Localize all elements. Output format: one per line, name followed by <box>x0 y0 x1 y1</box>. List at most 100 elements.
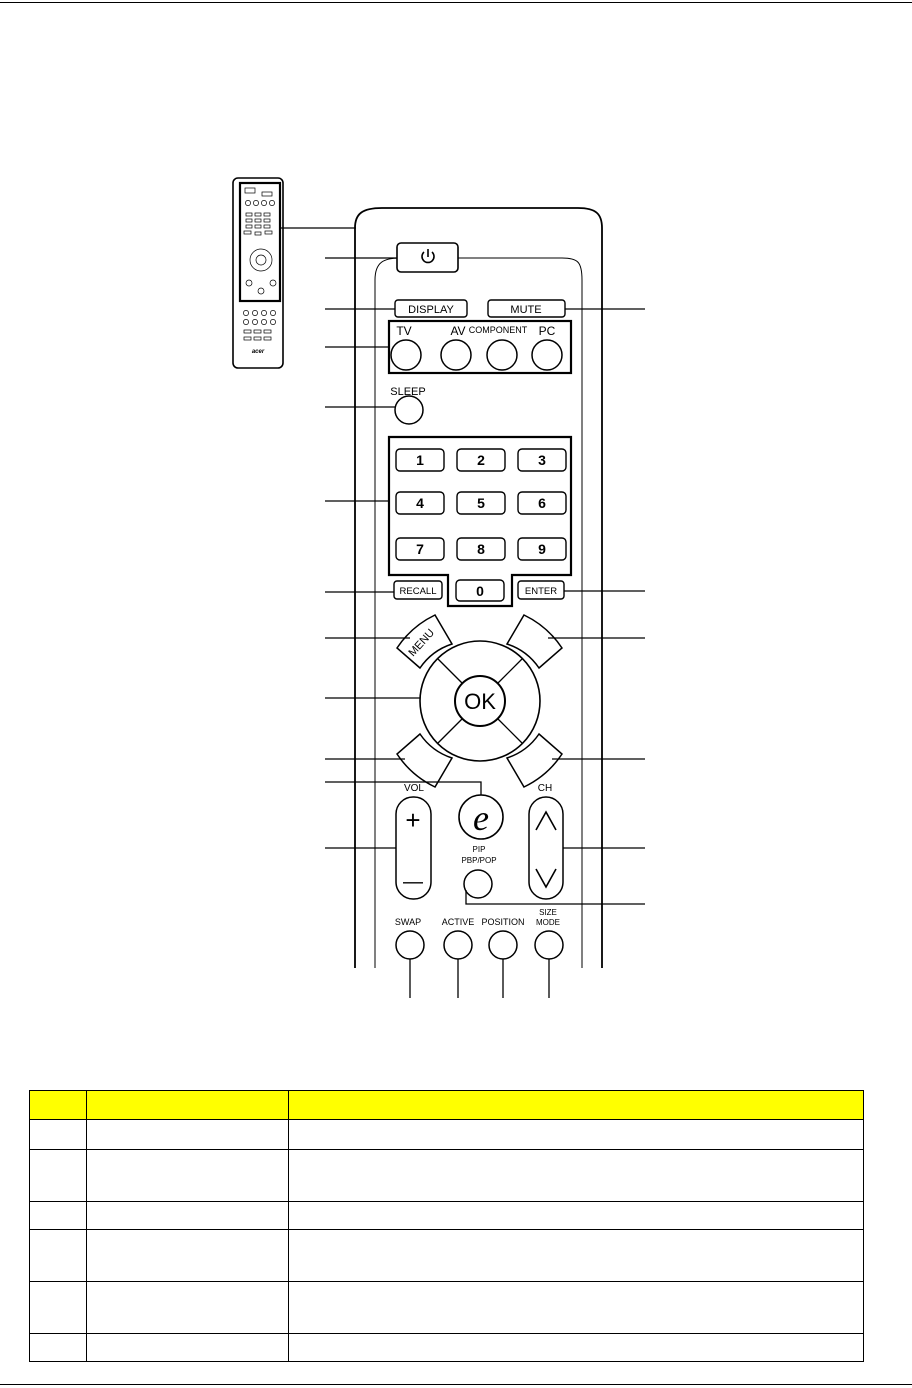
active-button[interactable] <box>443 930 473 960</box>
menu-button[interactable] <box>396 614 454 670</box>
key-0[interactable] <box>455 579 505 602</box>
component-button[interactable] <box>486 339 518 371</box>
key-0-label: 0 <box>476 583 484 599</box>
thumbnail-logo: acer <box>252 349 265 355</box>
av-button[interactable] <box>440 339 472 371</box>
key-3-label: 3 <box>538 452 546 468</box>
key-9[interactable] <box>517 537 567 561</box>
upper-right-arc-button[interactable] <box>505 614 563 670</box>
pc-label: PC <box>539 324 556 338</box>
size-label: SIZE <box>539 908 557 917</box>
remote-control-figure: acer DISPLAY MUTE TV AV COMPONENT PC SLE… <box>232 177 645 998</box>
table-cell <box>29 1333 87 1362</box>
ok-button[interactable] <box>454 675 506 727</box>
table-cell <box>29 1229 87 1282</box>
ok-label: OK <box>464 689 496 714</box>
mode-label: MODE <box>536 918 560 927</box>
display-label: DISPLAY <box>408 304 454 316</box>
key-3[interactable] <box>517 448 567 472</box>
remote-body <box>354 207 603 968</box>
table-cell <box>86 1201 289 1230</box>
sleep-button[interactable] <box>394 395 424 425</box>
table-row <box>29 1229 864 1282</box>
av-label: AV <box>450 324 465 338</box>
table-row <box>29 1149 864 1202</box>
number-keypad: 1 2 3 4 5 6 7 8 9 <box>395 448 567 561</box>
table-row <box>29 1333 864 1362</box>
key-8-label: 8 <box>477 541 485 557</box>
pip-button[interactable] <box>463 869 493 899</box>
table-row <box>29 1201 864 1230</box>
vol-minus-icon: — <box>403 871 423 893</box>
remote-thumbnail: acer <box>232 177 284 369</box>
tv-button[interactable] <box>390 339 422 371</box>
table-cell <box>288 1229 864 1282</box>
header-cell <box>288 1090 864 1120</box>
position-label: POSITION <box>481 917 524 927</box>
key-1-label: 1 <box>416 452 424 468</box>
ch-label: CH <box>538 783 552 794</box>
table-cell <box>86 1229 289 1282</box>
enter-button[interactable] <box>517 580 565 600</box>
button-description-table <box>29 1090 864 1362</box>
power-button[interactable] <box>396 242 459 273</box>
pip-label: PIP <box>473 845 486 854</box>
ch-up-icon <box>535 810 557 831</box>
key-4[interactable] <box>395 491 445 515</box>
key-6[interactable] <box>517 491 567 515</box>
key-5-label: 5 <box>477 495 485 511</box>
e-button-icon: e <box>473 798 489 838</box>
pbp-pop-label: PBP/POP <box>461 856 496 865</box>
vol-label: VOL <box>404 783 424 794</box>
lower-left-arc-button[interactable] <box>396 732 454 788</box>
recall-label: RECALL <box>400 586 437 597</box>
header-cell <box>86 1090 289 1120</box>
mute-label: MUTE <box>510 304 541 316</box>
pc-button[interactable] <box>531 339 563 371</box>
component-label: COMPONENT <box>469 325 528 335</box>
top-rule <box>0 2 912 3</box>
size-mode-button[interactable] <box>534 930 564 960</box>
table-cell <box>29 1119 87 1150</box>
header-cell <box>29 1090 87 1120</box>
key-9-label: 9 <box>538 541 546 557</box>
table-cell <box>288 1201 864 1230</box>
table-cell <box>288 1333 864 1362</box>
callout-lines <box>325 257 645 998</box>
table-cell <box>288 1149 864 1202</box>
key-6-label: 6 <box>538 495 546 511</box>
position-button[interactable] <box>488 930 518 960</box>
bottom-rule <box>0 1384 912 1385</box>
key-5[interactable] <box>456 491 506 515</box>
vol-plus-icon: + <box>405 805 420 835</box>
key-4-label: 4 <box>416 495 424 511</box>
recall-button[interactable] <box>393 580 443 600</box>
key-2-label: 2 <box>477 452 485 468</box>
swap-label: SWAP <box>395 917 421 927</box>
key-2[interactable] <box>456 448 506 472</box>
table-cell <box>288 1119 864 1150</box>
tv-label: TV <box>396 324 411 338</box>
table-row <box>29 1281 864 1334</box>
power-icon <box>421 249 435 264</box>
key-1[interactable] <box>395 448 445 472</box>
table-cell <box>86 1149 289 1202</box>
active-label: ACTIVE <box>442 917 475 927</box>
table-header-row <box>29 1090 864 1120</box>
table-cell <box>86 1333 289 1362</box>
swap-button[interactable] <box>395 930 425 960</box>
table-cell <box>86 1119 289 1150</box>
table-cell <box>29 1281 87 1334</box>
key-7[interactable] <box>395 537 445 561</box>
key-8[interactable] <box>456 537 506 561</box>
sleep-label: SLEEP <box>390 386 425 398</box>
table-cell <box>86 1281 289 1334</box>
table-row <box>29 1119 864 1150</box>
enter-label: ENTER <box>525 586 557 597</box>
table-cell <box>288 1281 864 1334</box>
direction-pad-dividers <box>437 658 523 744</box>
ch-down-icon <box>535 868 557 889</box>
key-7-label: 7 <box>416 541 424 557</box>
lower-right-arc-button[interactable] <box>505 732 563 788</box>
table-cell <box>29 1201 87 1230</box>
